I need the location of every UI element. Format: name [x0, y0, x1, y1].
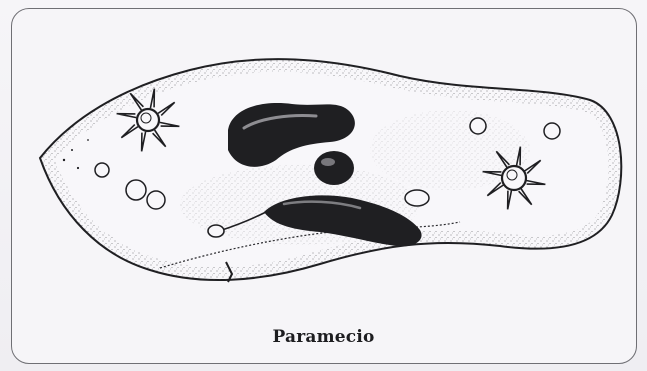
food-vacuole: [95, 163, 109, 177]
food-vacuole: [470, 118, 486, 134]
food-vacuole: [147, 191, 165, 209]
forming-food-vacuole: [208, 225, 224, 237]
food-vacuole: [405, 190, 429, 206]
micronucleus: [314, 151, 354, 185]
figure-caption: Paramecio: [0, 327, 647, 347]
food-vacuole: [544, 123, 560, 139]
food-vacuole: [126, 180, 146, 200]
